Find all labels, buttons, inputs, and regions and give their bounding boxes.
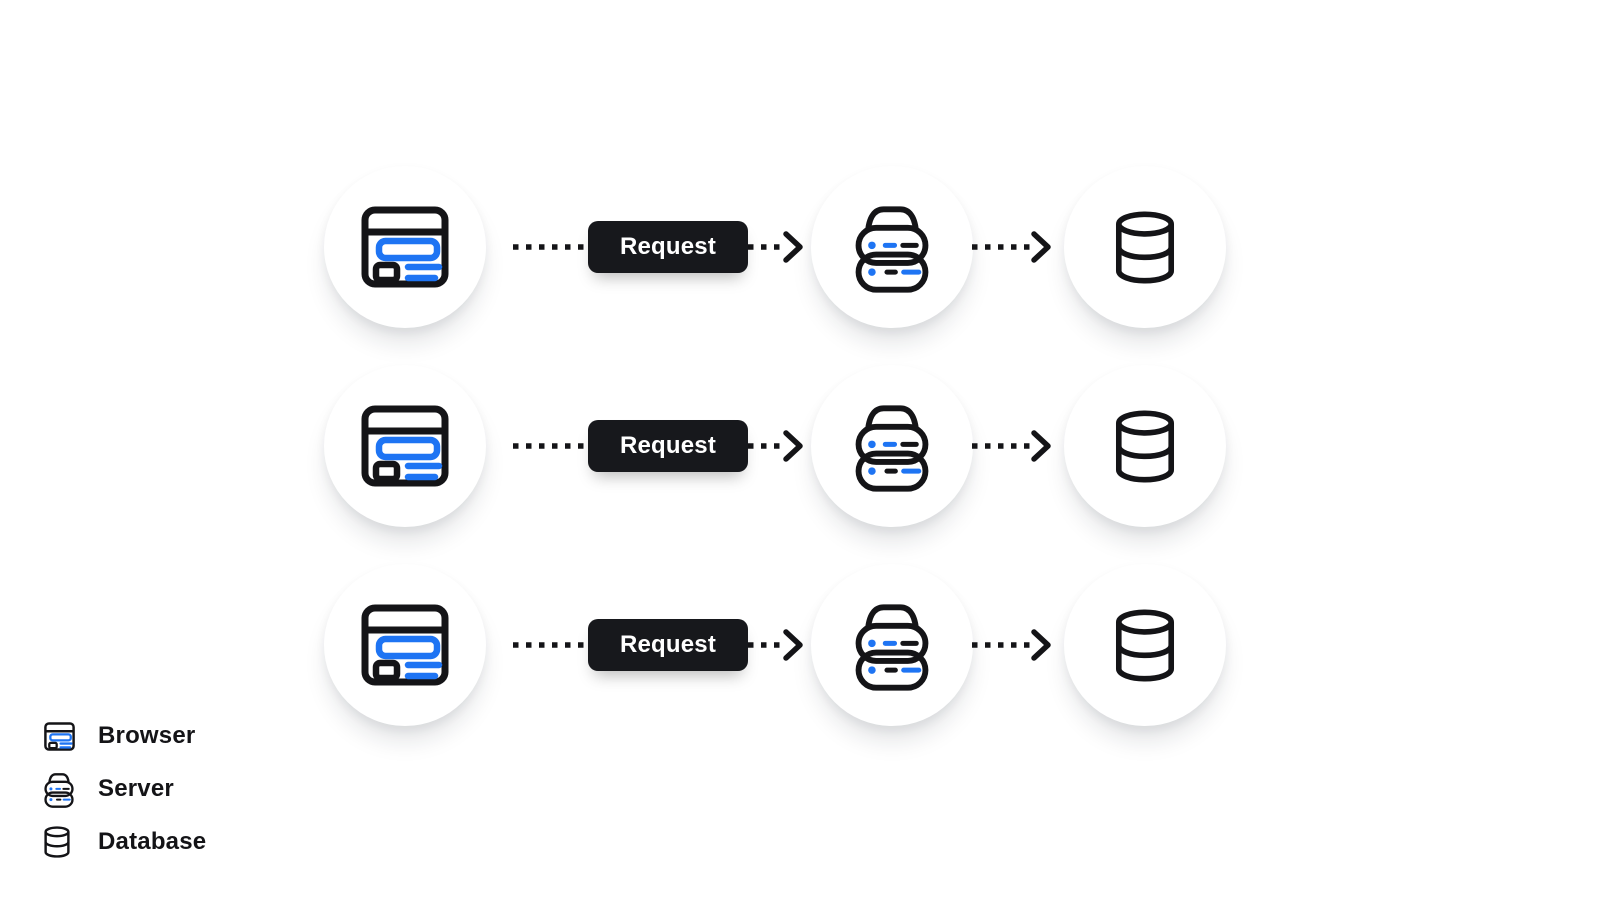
database-node (1064, 166, 1226, 328)
database-icon (44, 826, 76, 858)
browser-node (324, 365, 486, 527)
flow-row: Request (0, 564, 1600, 726)
flow-row: Request (0, 166, 1600, 328)
database-icon (1115, 609, 1175, 682)
legend-item-server: Server (44, 774, 206, 804)
dashed-arrow-icon (748, 629, 803, 661)
database-icon (1115, 211, 1175, 284)
server-icon (855, 201, 929, 293)
dashed-arrow-icon (972, 430, 1051, 462)
browser-icon (44, 722, 76, 751)
legend-item-database: Database (44, 827, 206, 857)
browser-icon (361, 604, 449, 686)
request-button: Request (588, 221, 748, 273)
server-node (811, 365, 973, 527)
browser-icon (361, 405, 449, 487)
browser-icon (361, 206, 449, 288)
server-icon (855, 599, 929, 691)
legend: Browser Server Database (44, 721, 206, 880)
browser-node (324, 564, 486, 726)
database-icon (1115, 410, 1175, 483)
dashed-arrow-icon (748, 430, 803, 462)
database-node (1064, 564, 1226, 726)
legend-label: Server (98, 775, 174, 802)
legend-item-browser: Browser (44, 721, 206, 751)
dashed-arrow-icon (972, 231, 1051, 263)
server-icon (855, 400, 929, 492)
dashed-arrow-icon (748, 231, 803, 263)
request-button: Request (588, 619, 748, 671)
legend-label: Browser (98, 722, 196, 749)
flow-row: Request (0, 365, 1600, 527)
dashed-arrow-icon (972, 629, 1051, 661)
dashed-connector (513, 443, 589, 449)
request-button: Request (588, 420, 748, 472)
browser-node (324, 166, 486, 328)
server-node (811, 564, 973, 726)
dashed-connector (513, 642, 589, 648)
dashed-connector (513, 244, 589, 250)
server-node (811, 166, 973, 328)
database-node (1064, 365, 1226, 527)
server-icon (44, 771, 76, 808)
legend-label: Database (98, 828, 207, 855)
